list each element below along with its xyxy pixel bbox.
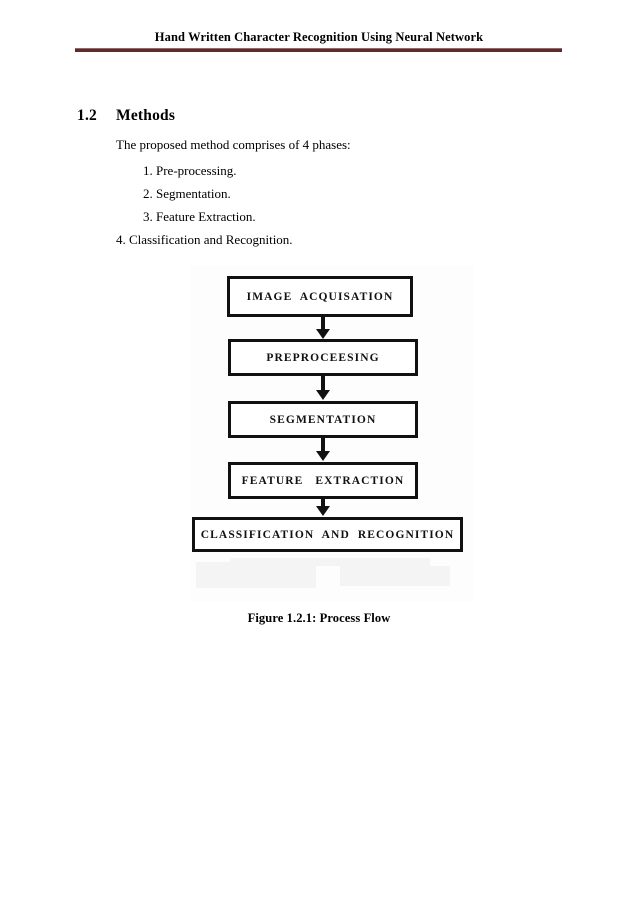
arrow-shaft	[321, 376, 325, 391]
process-flow-figure-image: IMAGE ACQUISATION PREPROCEESING SEGMENTA…	[190, 266, 474, 602]
scan-artifact	[230, 558, 430, 566]
flow-node-label: SEGMENTATION	[269, 413, 377, 426]
list-item: 4. Classification and Recognition.	[116, 232, 293, 247]
flow-node-image-acquisation: IMAGE ACQUISATION	[227, 276, 413, 317]
flow-node-label: PREPROCEESING	[266, 351, 380, 364]
flow-node-preproceesing: PREPROCEESING	[228, 339, 418, 376]
arrow-head	[316, 390, 330, 400]
down-arrow-icon	[316, 499, 330, 517]
down-arrow-icon	[316, 317, 330, 339]
figure-caption: Figure 1.2.1: Process Flow	[247, 611, 391, 625]
arrow-shaft	[321, 499, 325, 507]
down-arrow-icon	[316, 376, 330, 401]
down-arrow-icon	[316, 438, 330, 462]
arrow-head	[316, 506, 330, 516]
header-divider-rule	[75, 48, 562, 52]
flow-node-label: CLASSIFICATION AND RECOGNITION	[200, 528, 455, 541]
flow-node-label: IMAGE ACQUISATION	[246, 290, 394, 303]
arrow-shaft	[321, 438, 325, 452]
flow-node-feature-extraction: FEATURE EXTRACTION	[228, 462, 418, 499]
arrow-shaft	[321, 317, 325, 330]
arrow-head	[316, 451, 330, 461]
flow-node-classification-and-recognition: CLASSIFICATION AND RECOGNITION	[192, 517, 463, 552]
flow-node-segmentation: SEGMENTATION	[228, 401, 418, 438]
arrow-head	[316, 329, 330, 339]
page-running-header: Hand Written Character Recognition Using…	[0, 30, 638, 45]
section-title: Methods	[116, 107, 176, 124]
list-item: 2. Segmentation.	[143, 186, 231, 201]
scan-artifact	[340, 566, 450, 586]
list-item: 1. Pre-processing.	[143, 163, 237, 178]
flow-node-label: FEATURE EXTRACTION	[241, 474, 405, 487]
page-header-title: Hand Written Character Recognition Using…	[154, 30, 484, 44]
list-item: 3. Feature Extraction.	[143, 209, 256, 224]
scan-artifact	[196, 562, 316, 588]
page-title: 1.2 Methods	[77, 107, 175, 125]
section-intro-text: The proposed method comprises of 4 phase…	[116, 137, 351, 152]
section-number: 1.2	[77, 107, 97, 124]
